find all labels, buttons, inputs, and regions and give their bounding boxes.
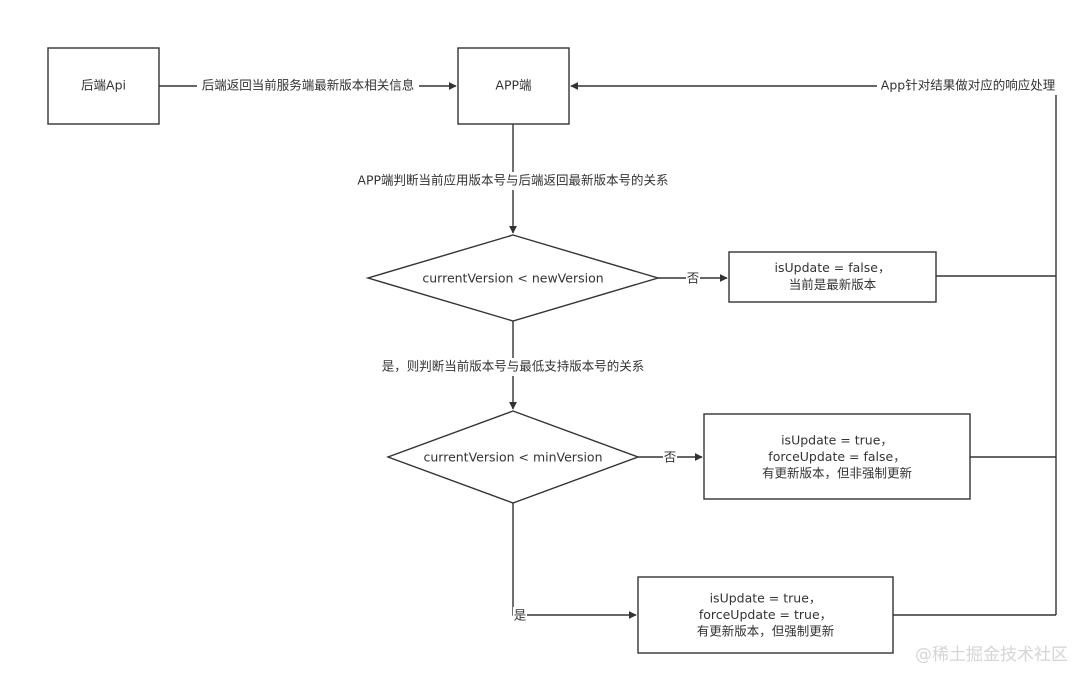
result-optional-update-box: isUpdate = true， forceUpdate = false， 有更…	[703, 413, 971, 500]
edge-check-new-yes: 是，则判断当前版本号与最低支持版本号的关系	[376, 321, 650, 410]
result-latest-box: isUpdate = false， 当前是最新版本	[728, 251, 937, 303]
node-app-label: APP端	[495, 78, 531, 93]
edge-check-new-no-label: 否	[687, 271, 700, 286]
edge-backend-to-app-label: 后端返回当前服务端最新版本相关信息	[202, 78, 415, 93]
edge-app-to-check-new-label: APP端判断当前应用版本号与后端返回最新版本号的关系	[357, 173, 668, 188]
watermark: @稀土掘金技术社区	[915, 645, 1068, 665]
decision-check-new-version-label: currentVersion < newVersion	[422, 271, 603, 286]
decision-check-min-version: currentVersion < minVersion	[385, 410, 641, 504]
result-optional-line-3: 有更新版本，但非强制更新	[762, 466, 912, 481]
node-backend-api: 后端Api	[47, 47, 160, 125]
result-latest-line-1: isUpdate = false，	[775, 260, 891, 275]
result-optional-line-1: isUpdate = true，	[781, 433, 893, 448]
edge-check-min-no: 否	[638, 449, 703, 466]
edge-feedback-to-app: App针对结果做对应的响应处理	[570, 77, 1059, 616]
result-optional-line-2: forceUpdate = false，	[768, 449, 905, 464]
edge-check-new-no: 否	[658, 270, 728, 287]
edge-check-min-yes: 是	[512, 503, 637, 624]
edge-app-to-check-new: APP端判断当前应用版本号与后端返回最新版本号的关系	[350, 124, 676, 234]
result-force-line-2: forceUpdate = true，	[699, 607, 832, 622]
decision-check-new-version: currentVersion < newVersion	[365, 234, 661, 322]
edge-check-min-yes-label: 是	[514, 608, 527, 623]
edge-feedback-label: App针对结果做对应的响应处理	[881, 78, 1056, 93]
result-force-line-3: 有更新版本，但强制更新	[697, 624, 835, 639]
result-force-line-1: isUpdate = true，	[710, 591, 822, 606]
decision-check-min-version-label: currentVersion < minVersion	[423, 450, 602, 465]
result-force-update-box: isUpdate = true， forceUpdate = true， 有更新…	[637, 576, 894, 654]
result-latest-line-2: 当前是最新版本	[789, 277, 877, 292]
node-app: APP端	[457, 47, 570, 125]
edge-check-min-no-label: 否	[664, 450, 677, 465]
edge-backend-to-app: 后端返回当前服务端最新版本相关信息	[159, 77, 457, 95]
node-backend-api-label: 后端Api	[81, 78, 126, 93]
edge-check-new-yes-label: 是，则判断当前版本号与最低支持版本号的关系	[382, 359, 645, 374]
